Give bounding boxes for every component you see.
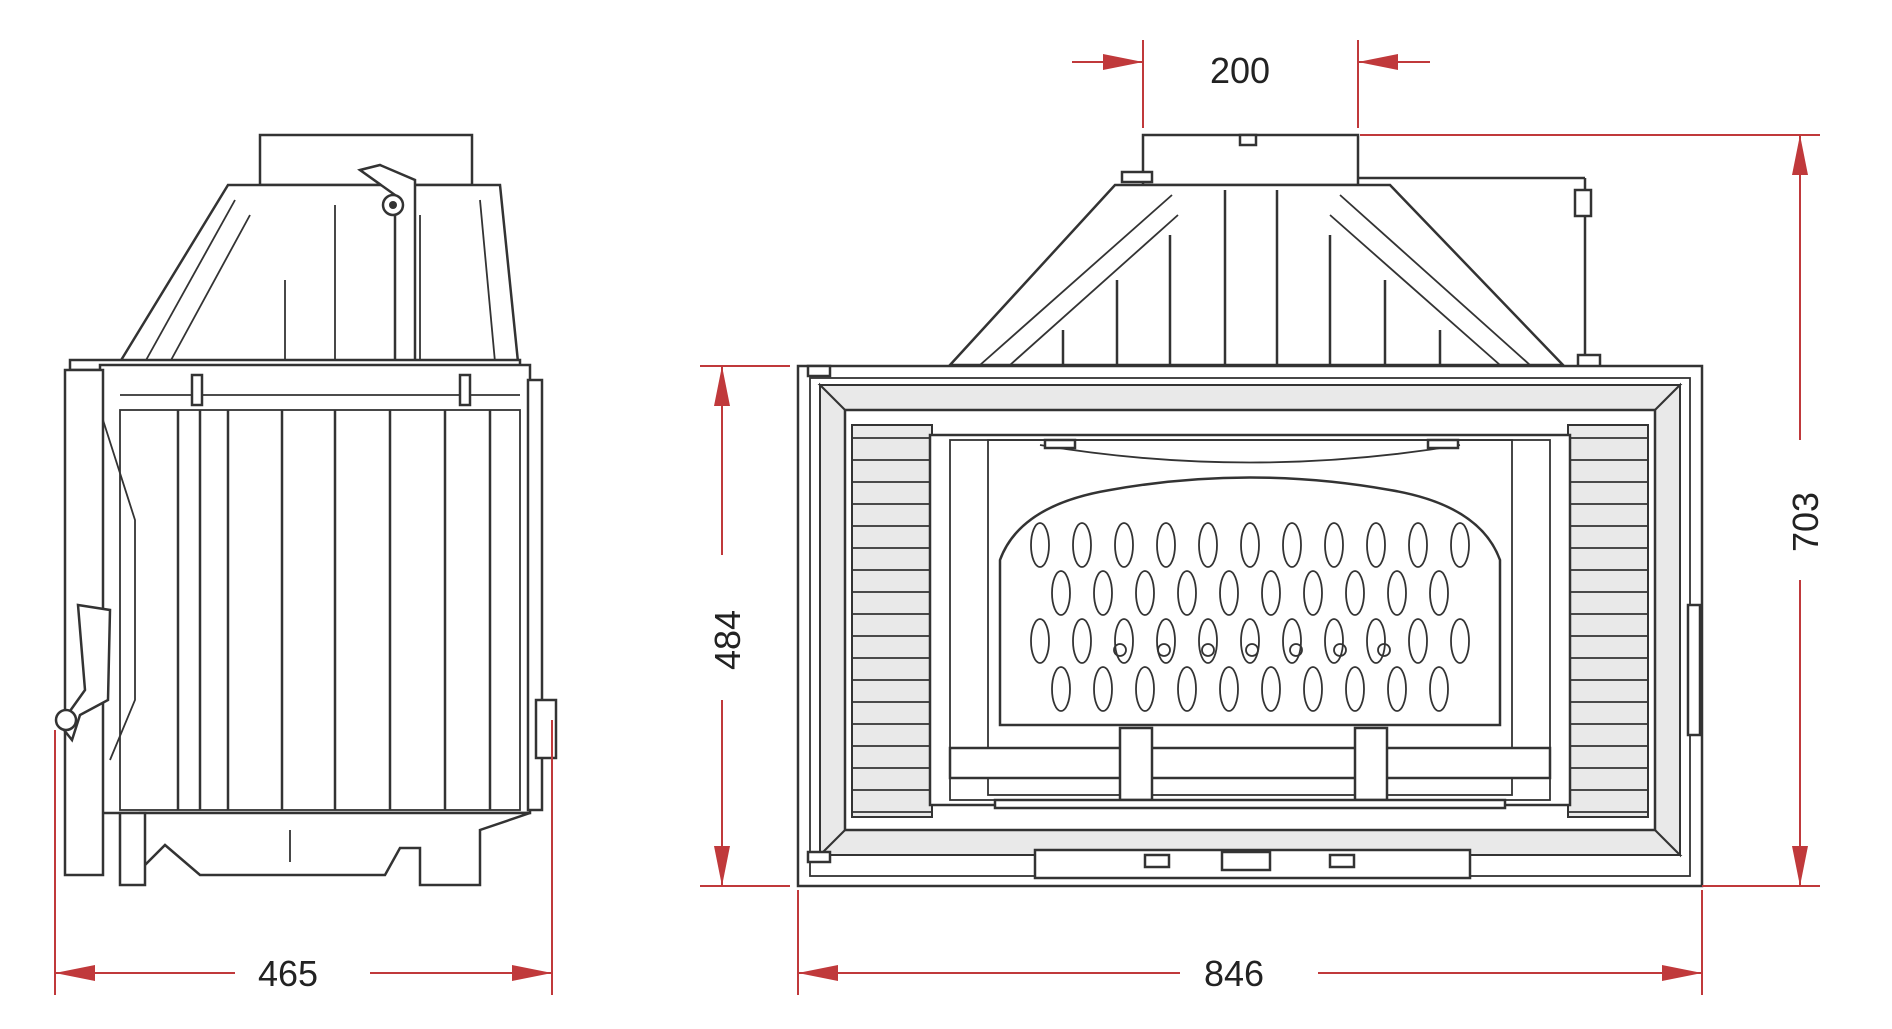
front-air-control-knob [1220,850,1272,872]
back-plate-motif [1303,570,1323,616]
front-hood-ribs [1061,190,1442,365]
back-plate-stud [1289,643,1303,657]
back-plate-motif [1072,522,1092,568]
front-view [796,133,1704,888]
back-plate-motif [1177,570,1197,616]
dimension-side-depth: 465 [54,720,553,995]
back-plate-motif [1114,618,1134,664]
back-plate-motif [1429,666,1449,712]
back-plate-motif [1324,522,1344,568]
back-plate-motif [1408,522,1428,568]
back-plate-motif [1261,570,1281,616]
dimension-door-height: 484 [700,365,790,887]
side-depth-label: 465 [258,953,318,994]
back-plate-motif [1093,666,1113,712]
side-hood [117,183,520,364]
back-plate-motif [1387,570,1407,616]
side-door-handle [58,603,112,743]
back-plate-motif [1051,666,1071,712]
back-plate-motif [1387,666,1407,712]
front-door-hinge [1686,603,1702,737]
back-plate-stud [1201,643,1215,657]
flue-diameter-label: 200 [1210,50,1270,91]
front-left-grill [851,424,933,818]
back-plate-stud [1377,643,1391,657]
side-body [98,363,532,815]
front-width-label: 846 [1204,953,1264,994]
back-plate-stud [1333,643,1347,657]
back-plate-motif [1282,522,1302,568]
back-plate-motif [1429,570,1449,616]
back-plate-motif [1072,618,1092,664]
back-plate-stud [1245,643,1259,657]
back-plate-motif [1198,522,1218,568]
back-plate-motif [1345,570,1365,616]
front-grate [948,746,1552,780]
side-flue-collar [258,133,474,187]
back-plate-motif [1030,618,1050,664]
back-plate-motif [1240,522,1260,568]
back-plate-motif [1450,618,1470,664]
back-plate-motif [1219,570,1239,616]
back-plate-motif [1366,618,1386,664]
back-plate-motif [1450,522,1470,568]
total-height-label: 703 [1785,492,1826,552]
front-back-plate [998,476,1502,727]
front-back-plate-pattern [1030,522,1470,712]
back-plate-motif [1282,618,1302,664]
back-plate-motif [1114,522,1134,568]
back-plate-motif [1345,666,1365,712]
back-plate-motif [1156,618,1176,664]
back-plate-motif [1051,570,1071,616]
front-frame-bevel-top [817,384,1683,411]
back-plate-motif [1198,618,1218,664]
side-base [138,811,531,887]
side-view [54,133,558,887]
back-plate-motif [1303,666,1323,712]
side-ribs [176,410,492,810]
front-right-grill [1567,424,1649,818]
dimension-total-height: 703 [1360,134,1826,887]
back-plate-motif [1177,666,1197,712]
back-plate-motif [1219,666,1239,712]
back-plate-motif [1093,570,1113,616]
back-plate-motif [1324,618,1344,664]
back-plate-motif [1135,570,1155,616]
back-plate-motif [1156,522,1176,568]
back-plate-motif [1408,618,1428,664]
back-plate-stud [1157,643,1171,657]
back-plate-motif [1030,522,1050,568]
dimension-flue-diameter: 200 [1072,40,1430,128]
back-plate-motif [1261,666,1281,712]
back-plate-motif [1240,618,1260,664]
door-height-label: 484 [707,610,748,670]
back-plate-stud [1113,643,1127,657]
front-hood [947,183,1566,367]
back-plate-motif [1135,666,1155,712]
dimension-front-width: 846 [797,890,1703,995]
back-plate-motif [1366,522,1386,568]
